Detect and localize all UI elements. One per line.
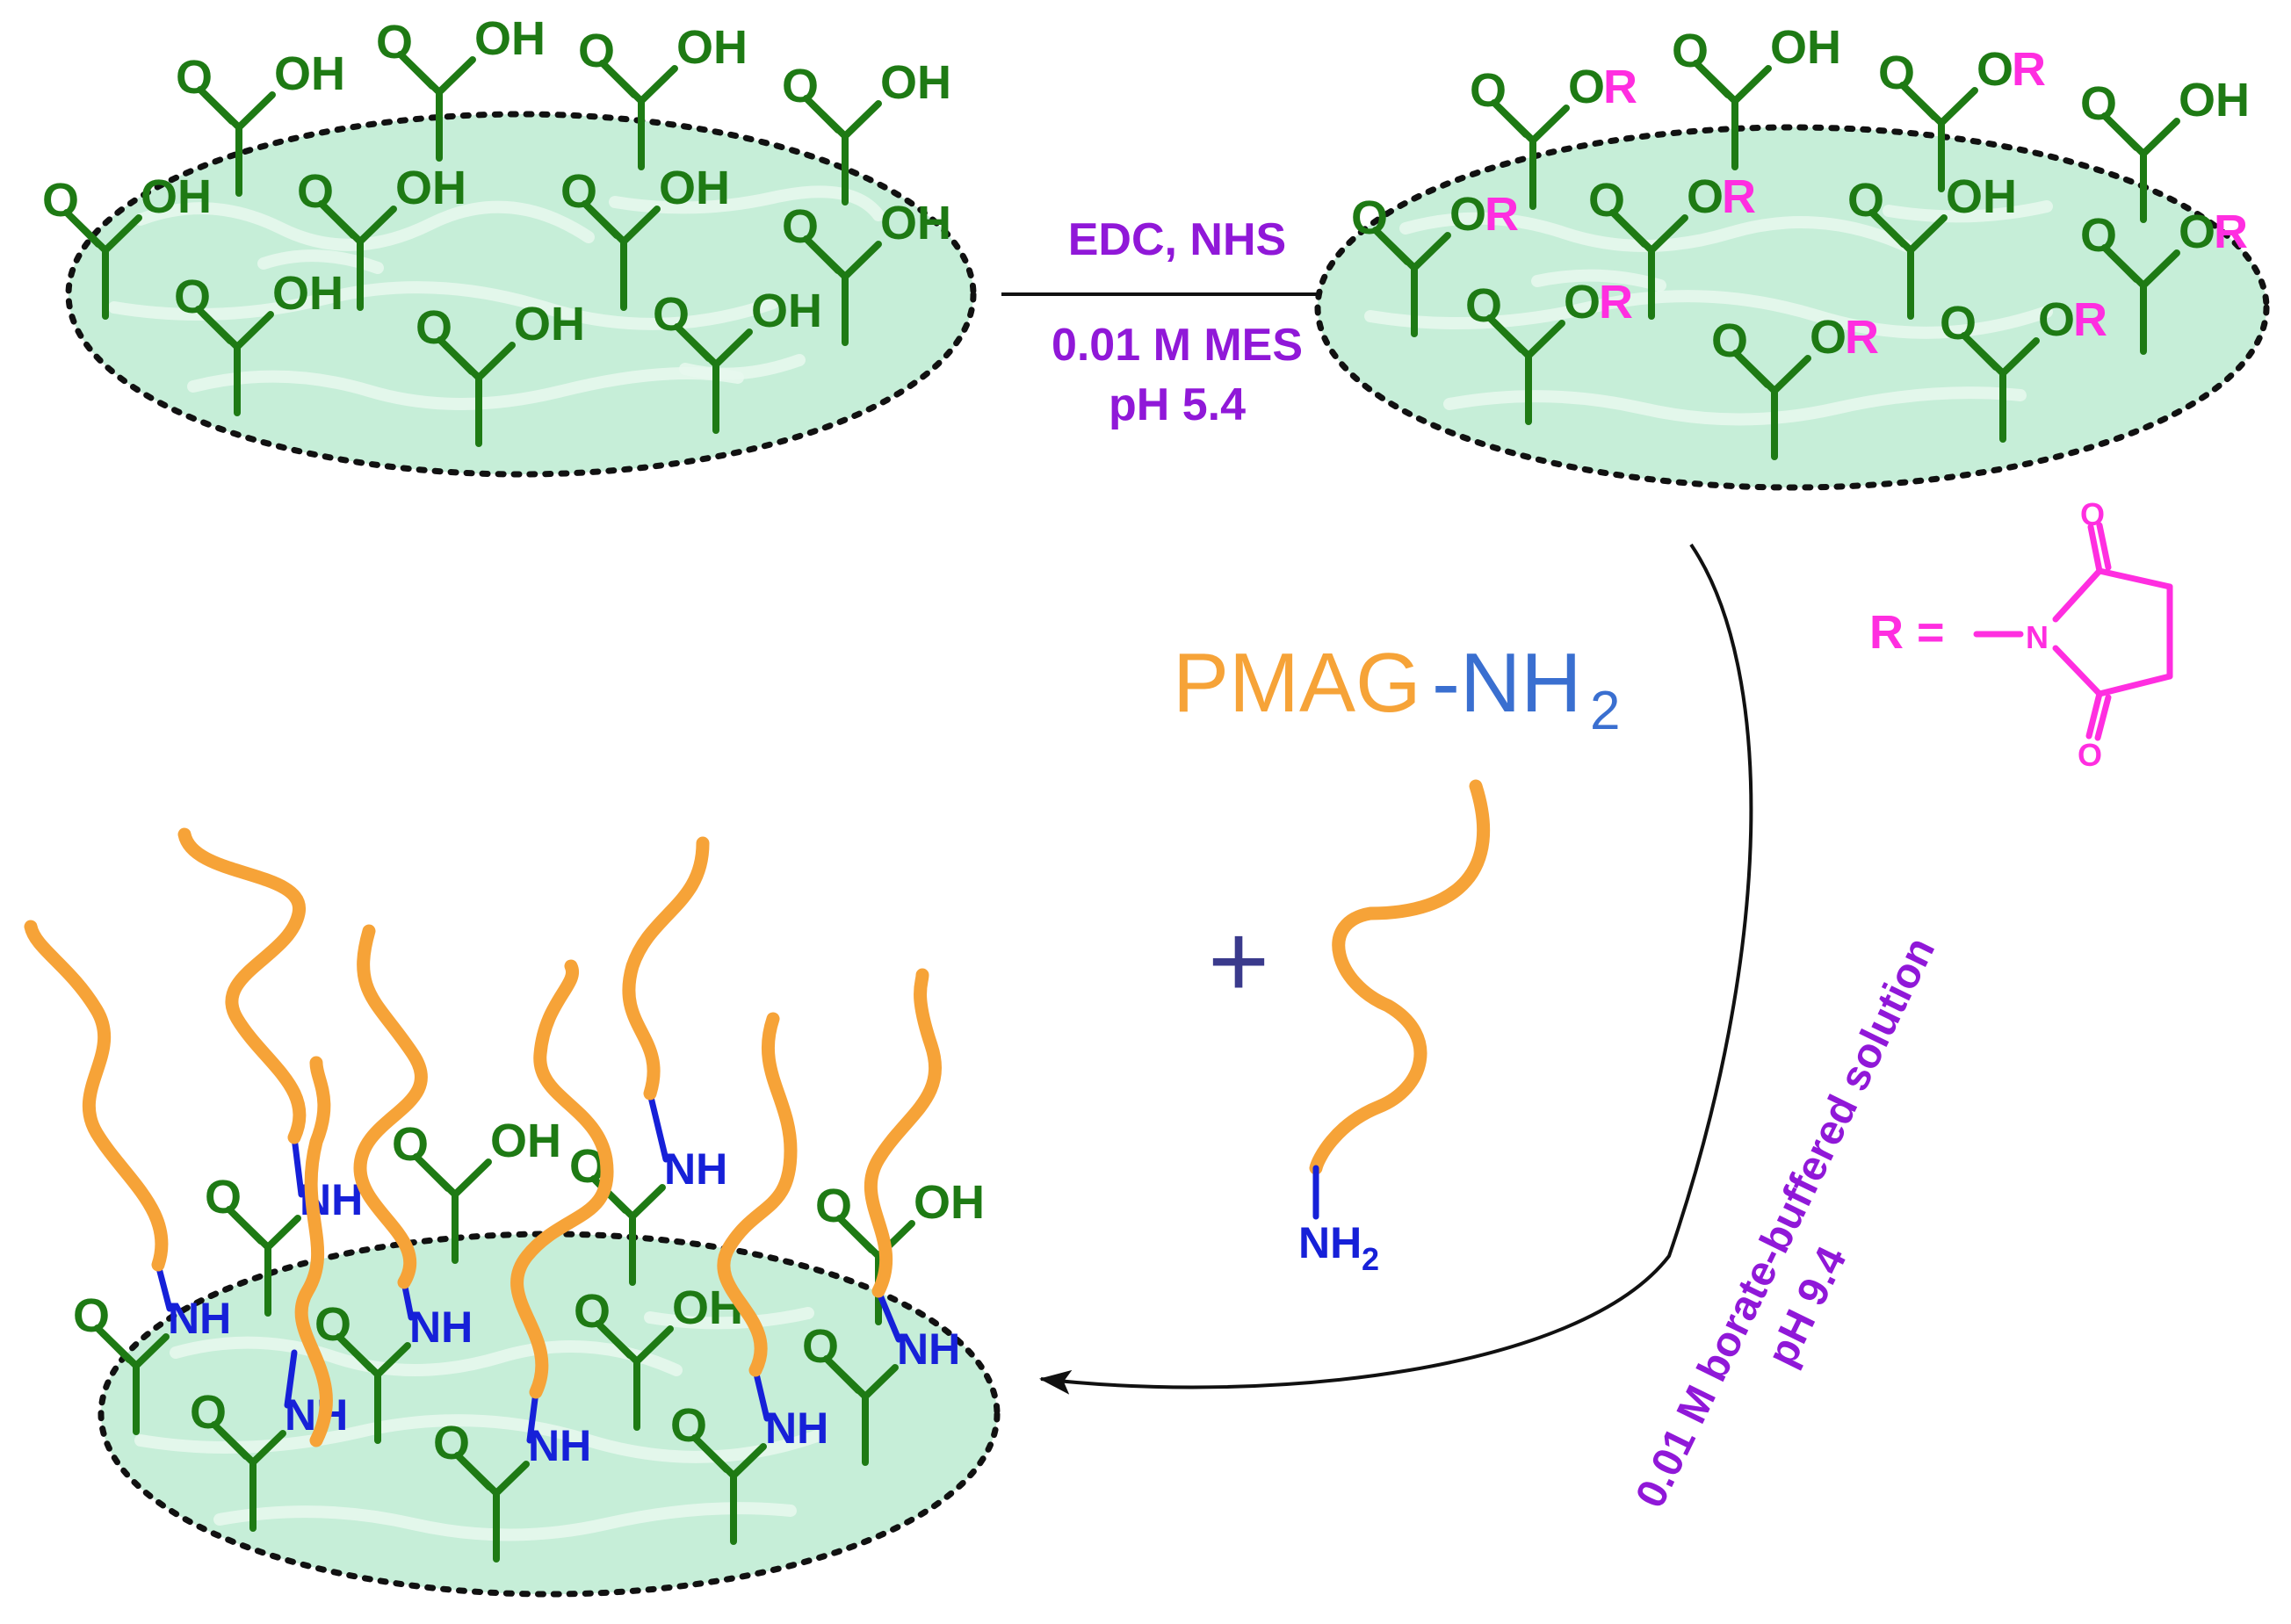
- r-symbol: R: [1869, 606, 1904, 659]
- grafted-polymer-chains: [24, 827, 943, 1447]
- polymer-chain: [177, 827, 307, 1144]
- carbonyl-o-bottom: O: [2078, 737, 2102, 773]
- amine-subscript: 2: [1362, 1241, 1379, 1277]
- polymer-chain: [622, 836, 710, 1101]
- equals-sign: =: [1917, 606, 1945, 659]
- amine-label: NH: [1298, 1218, 1362, 1267]
- r-group-definition: R = N O O: [1869, 496, 2173, 773]
- pmag-amine-label: -NH: [1432, 636, 1582, 730]
- succinimide-ring: [2052, 522, 2173, 741]
- pmag-reagent: PMAG -NH 2 + NH 2: [1173, 636, 1620, 1277]
- particle-carboxylated: [42, 12, 977, 478]
- step-1-ph: pH 5.4: [1109, 379, 1246, 430]
- polymer-chain: [717, 1012, 798, 1377]
- step-1-buffer: 0.01 M MES: [1052, 320, 1303, 371]
- pmag-label: PMAG: [1173, 636, 1421, 730]
- polymer-chain: [24, 920, 169, 1272]
- plus-sign: +: [1208, 902, 1269, 1020]
- step-2-buffer: 0.01 M borate-buffered solution: [1627, 930, 1944, 1515]
- particle-3-texture: [134, 1307, 823, 1541]
- imide-nitrogen: N: [2026, 619, 2049, 655]
- step-1-reagents: EDC, NHS: [1068, 214, 1286, 265]
- step-1: EDC, NHS 0.01 M MES pH 5.4: [1001, 214, 1354, 430]
- particle-pmag-grafted: [24, 827, 1001, 1598]
- carbonyl-o-top: O: [2080, 496, 2105, 532]
- polymer-chain: [864, 968, 943, 1298]
- polymer-chain: [353, 924, 428, 1289]
- polymer-chain: [294, 1056, 333, 1447]
- particle-nhs-activated: [1314, 21, 2270, 491]
- curved-reaction-arrow: [1039, 543, 1753, 1395]
- pmag-amine-subscript: 2: [1590, 681, 1620, 741]
- polymer-chain: [510, 959, 614, 1399]
- polymer-chain: [1309, 779, 1491, 1175]
